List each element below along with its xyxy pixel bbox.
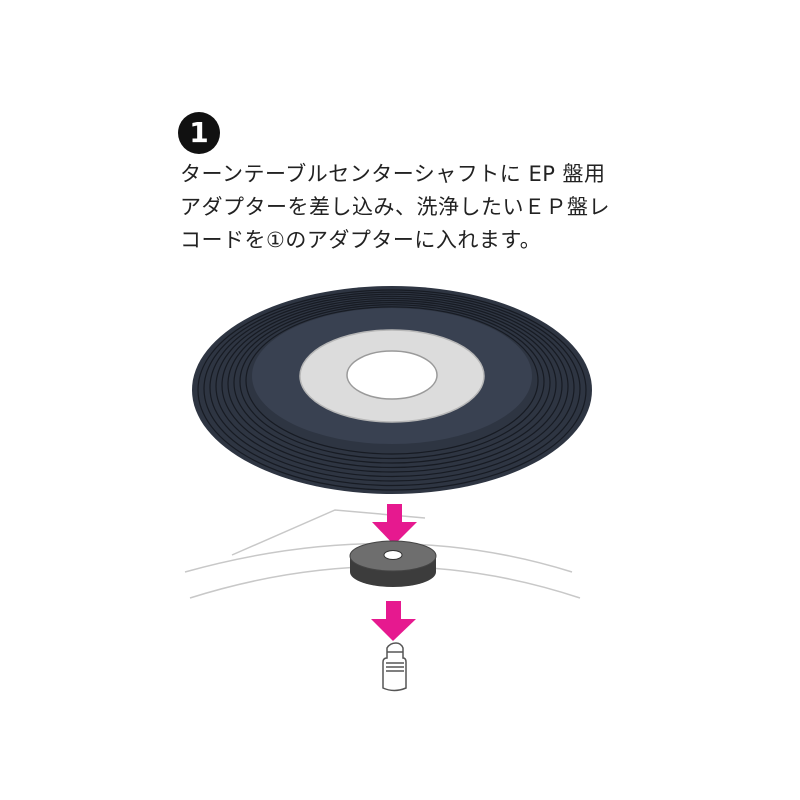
step-number-badge: 1 bbox=[178, 112, 220, 154]
record-groove bbox=[227, 299, 557, 469]
instruction-line-1: ターンテーブルセンターシャフトに EP 盤用 bbox=[180, 162, 606, 186]
center-shaft-icon bbox=[382, 642, 407, 692]
down-arrow-icon bbox=[372, 504, 417, 545]
ep-adapter bbox=[349, 540, 437, 587]
instruction-text: ターンテーブルセンターシャフトに EP 盤用 アダプターを差し込み、洗浄したいＥ… bbox=[180, 158, 650, 257]
instruction-line-2: アダプターを差し込み、洗浄したいＥＰ盤レ bbox=[180, 195, 610, 219]
record-groove bbox=[203, 291, 581, 487]
step-number: 1 bbox=[189, 116, 209, 149]
down-arrow-icon bbox=[371, 601, 416, 641]
record-groove bbox=[239, 304, 545, 460]
record-groove bbox=[209, 293, 575, 482]
ep-record bbox=[192, 286, 592, 494]
record-groove bbox=[221, 297, 563, 473]
record-center-hole bbox=[346, 350, 438, 400]
record-groove bbox=[197, 289, 587, 491]
record-groove bbox=[233, 301, 551, 464]
record-groove bbox=[215, 295, 569, 478]
record-groove bbox=[245, 306, 539, 455]
instruction-line-3: コードを①のアダプターに入れます。 bbox=[180, 228, 542, 252]
